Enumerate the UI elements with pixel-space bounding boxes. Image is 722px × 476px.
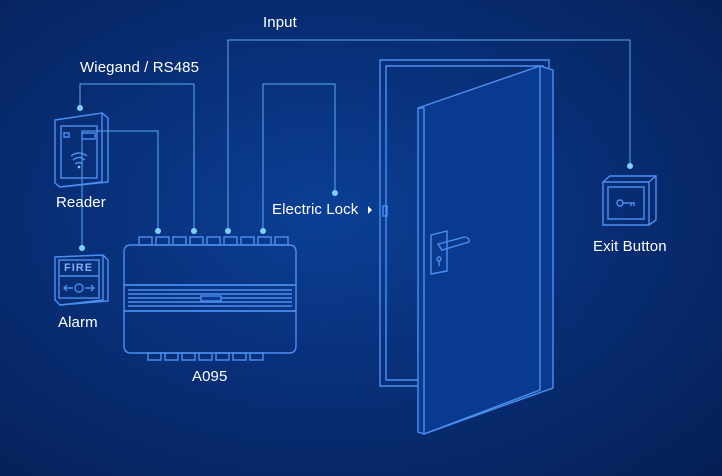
- wire-input: [227, 39, 631, 231]
- alarm-label: Alarm: [58, 314, 98, 331]
- bottom-terminals: [147, 352, 264, 361]
- node-ctrl-4: [260, 228, 266, 234]
- alarm-device: [54, 254, 109, 306]
- wires: [77, 39, 633, 251]
- node-exit: [627, 163, 633, 169]
- exit-button-device: [602, 175, 657, 226]
- controller-device: [123, 236, 297, 361]
- reader-label: Reader: [56, 194, 106, 211]
- electric-lock-label: Electric Lock: [272, 201, 359, 218]
- input-label: Input: [263, 14, 297, 31]
- node-reader: [77, 105, 83, 111]
- triangle-right-icon: [368, 206, 372, 214]
- exit-button-label: Exit Button: [593, 238, 667, 255]
- wire-electric-lock: [262, 83, 336, 231]
- fire-alarm-icon: [63, 283, 95, 293]
- door: [379, 59, 554, 435]
- wire-alarm: [81, 130, 159, 248]
- exit-button-icon: [616, 199, 635, 207]
- node-alarm: [79, 245, 85, 251]
- fire-text: FIRE: [64, 262, 94, 274]
- card-reader-icon: [70, 152, 88, 169]
- top-terminals: [138, 236, 289, 246]
- reader-device: [54, 112, 109, 188]
- node-ctrl-1: [155, 228, 161, 234]
- controller-label: A095: [192, 368, 228, 385]
- node-lock: [332, 190, 338, 196]
- wire-wiegand: [79, 83, 195, 231]
- node-ctrl-3: [225, 228, 231, 234]
- door-handle: [430, 230, 470, 275]
- wiegand-rs485-label: Wiegand / RS485: [80, 59, 200, 76]
- node-ctrl-2: [191, 228, 197, 234]
